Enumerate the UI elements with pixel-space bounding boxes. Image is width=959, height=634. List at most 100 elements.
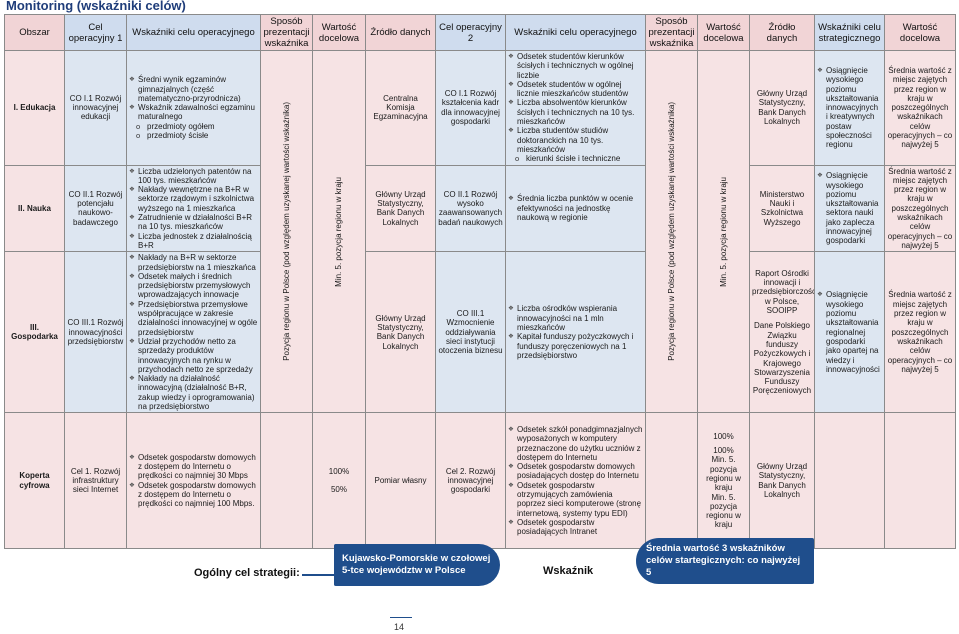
area-nauka: II. Nauka	[4, 164, 65, 253]
header-obszar: Obszar	[4, 14, 65, 51]
list-item: Liczba udzielonych patentów na 100 tys. …	[129, 167, 258, 186]
wart1-koperta: 100% 50%	[312, 412, 366, 550]
header-wskazniki-celu-1: Wskaźniki celu operacyjnego	[126, 14, 261, 51]
cel2-nauka: CO II.1 Rozwój wysoko zaawansowanych bad…	[435, 164, 506, 253]
cel1-edukacja: CO I.1 Rozwój innowacyjnej edukacji	[64, 50, 127, 166]
header-wartosc-docelowa-1: Wartość docelowa	[312, 14, 366, 51]
wsk3-koperta	[814, 412, 885, 550]
list-item: Wskaźnik zdawalności egzaminu maturalneg…	[129, 103, 258, 122]
wart1-koperta-2: 50%	[330, 485, 347, 495]
sposob2-text: Pozycja regionu w Polsce (pod względem u…	[666, 102, 676, 362]
list-item: Osiągnięcie wysokiego poziomu ukształtow…	[817, 290, 882, 374]
cel2-koperta: Cel 2. Rozwój innowacyjnej gospodarki	[435, 412, 506, 550]
header-zrodlo-danych-1: Źródło danych	[365, 14, 436, 51]
zrodlo2-gospodarka: Raport Ośrodki innowacji i przedsiębiorc…	[749, 251, 815, 414]
header-wartosc-docelowa-3: Wartość docelowa	[884, 14, 956, 51]
sposob2-cell: Pozycja regionu w Polsce (pod względem u…	[645, 49, 698, 414]
header-sposob-prezentacji-1: Sposób prezentacji wskaźnika	[260, 14, 313, 51]
list-item: Odsetek gospodarstw otrzymujących zamówi…	[508, 481, 643, 518]
list-item: Odsetek gospodarstw posiadających Intran…	[508, 518, 643, 537]
wsk3-gospodarka: Osiągnięcie wysokiego poziomu ukształtow…	[814, 251, 885, 414]
indicator-text: Średnia wartość 3 wskaźników celów start…	[646, 543, 801, 578]
wsk2-gospodarka: Liczba ośrodków wspierania innowacyjnośc…	[505, 251, 646, 414]
wsk1-gospodarka: Nakłady na B+R w sektorze przedsiębiorst…	[126, 251, 261, 414]
list-item: Liczba absolwentów kierunków ścisłych i …	[508, 98, 643, 126]
list-item: Liczba jednostek z działalnością B+R	[129, 232, 258, 251]
row-gospodarka: III. Gospodarka CO III.1 Rozwój innowacy…	[4, 251, 956, 414]
list-item: Odsetek gospodarstw domowych posiadający…	[508, 462, 643, 481]
wart2-cell: Min. 5. pozycja regionu w kraju	[697, 49, 750, 414]
wsk2-edukacja: Odsetek studentów kierunków ścisłych i t…	[505, 50, 646, 166]
zrodlo1-koperta: Pomiar własny	[365, 412, 436, 550]
wart3-koperta	[884, 412, 956, 550]
indicator-label: Wskaźnik	[543, 565, 594, 577]
wsk2-koperta: Odsetek szkół ponadgimnazjalnych wyposaż…	[505, 412, 646, 550]
zrodlo1-nauka: Główny Urząd Statystyczny, Bank Danych L…	[365, 164, 436, 253]
wart3-nauka: Średnia wartość z miejsc zajętych przez …	[884, 164, 956, 253]
list-item: Przedsiębiorstwa przemysłowe współpracuj…	[129, 300, 258, 337]
sposob1-koperta	[260, 412, 313, 550]
list-item: przedmioty ścisłe	[129, 131, 258, 141]
wsk2-nauka: Średnia liczba punktów w ocenie efektywn…	[505, 164, 646, 253]
wart1-text: Min. 5. pozycja regionu w kraju	[334, 176, 343, 287]
wsk1-edukacja: Średni wynik egzaminów gimnazjalnych (cz…	[126, 50, 261, 166]
zrodlo1-edukacja: Centralna Komisja Egzaminacyjna	[365, 50, 436, 166]
wsk3-edukacja: Osiągnięcie wysokiego poziomu ukształtow…	[814, 50, 885, 166]
row-edukacja: I. Edukacja CO I.1 Rozwój innowacyjnej e…	[4, 49, 956, 414]
wart1-cell: Min. 5. pozycja regionu w kraju	[312, 49, 366, 414]
cel2-edukacja: CO I.1 Rozwój kształcenia kadr dla innow…	[435, 50, 506, 166]
list-item: Udział przychodów netto za sprzedaży pro…	[129, 337, 258, 374]
wart1-koperta-1: 100%	[328, 466, 350, 476]
list-item: Nakłady na działalność innowacyjną (dzia…	[129, 374, 258, 411]
list-item: Osiągnięcie wysokiego poziomu ukształtow…	[817, 171, 882, 245]
header-wskazniki-celu-2: Wskaźniki celu operacyjnego	[505, 14, 646, 51]
wart3-gospodarka: Średnia wartość z miejsc zajętych przez …	[884, 251, 956, 414]
header-sposob-prezentacji-2: Sposób prezentacji wskaźnika	[645, 14, 698, 51]
list-item: Odsetek małych i średnich przedsiębiorst…	[129, 272, 258, 300]
list-item: Osiągnięcie wysokiego poziomu ukształtow…	[817, 66, 882, 150]
header-cel-operacyjny-2: Cel operacyjny 2	[435, 14, 506, 51]
cel1-koperta: Cel 1. Rozwój infrastruktury sieci Inter…	[64, 412, 127, 550]
sposob1-text: Pozycja regionu w Polsce (pod względem u…	[281, 102, 291, 362]
wart2-text: Min. 5. pozycja regionu w kraju	[718, 176, 728, 287]
zrodlo2-gospodarka-2: Dane Polskiego Związku funduszy Pożyczko…	[752, 321, 812, 396]
area-gospodarka: III. Gospodarka	[4, 251, 65, 414]
sposob1-cell: Pozycja regionu w Polsce (pod względem u…	[260, 49, 313, 414]
wart2-koperta-4: Min. 5. pozycja regionu w kraju	[706, 492, 741, 530]
wart2-koperta-3: Min. 5. pozycja regionu w kraju	[706, 455, 741, 493]
row-nauka: II. Nauka CO II.1 Rozwój potencjału nauk…	[4, 164, 956, 253]
zrodlo2-nauka: Ministerstwo Nauki i Szkolnictwa Wyższeg…	[749, 164, 815, 253]
cel1-nauka: CO II.1 Rozwój potencjału naukowo-badawc…	[64, 164, 127, 253]
wart2-koperta-2: 100%	[713, 446, 734, 456]
area-edukacja: I. Edukacja	[4, 50, 65, 166]
list-item: Średnia liczba punktów w ocenie efektywn…	[508, 194, 643, 222]
list-item: Średni wynik egzaminów gimnazjalnych (cz…	[129, 75, 258, 103]
wsk3-nauka: Osiągnięcie wysokiego poziomu ukształtow…	[814, 164, 885, 253]
zrodlo2-gospodarka-1: Raport Ośrodki innowacji i przedsiębiorc…	[752, 268, 815, 316]
list-item: Odsetek gospodarstw domowych z dostępem …	[129, 481, 258, 509]
header-wartosc-docelowa-2: Wartość docelowa	[697, 14, 750, 51]
list-item: Liczba ośrodków wspierania innowacyjnośc…	[508, 304, 643, 332]
list-item: Nakłady wewnętrzne na B+R w sektorze rzą…	[129, 185, 258, 213]
area-koperta: Koperta cyfrowa	[4, 412, 65, 550]
list-item: Zatrudnienie w działalności B+R na 10 ty…	[129, 213, 258, 232]
monitoring-table: Obszar Cel operacyjny 1 Wskaźniki celu o…	[4, 14, 956, 550]
list-item: Odsetek studentów kierunków ścisłych i t…	[508, 52, 643, 80]
goal-label: Ogólny cel strategii:	[194, 567, 300, 579]
row-koperta: Koperta cyfrowa Cel 1. Rozwój infrastruk…	[4, 412, 956, 550]
header-wskazniki-celu-strategicznego: Wskaźniki celu strategicznego	[814, 14, 885, 51]
list-item: Kapitał funduszy pożyczkowych i funduszy…	[508, 332, 643, 360]
list-item: Odsetek studentów w ogólnej licznie mies…	[508, 80, 643, 99]
zrodlo2-koperta: Główny Urząd Statystyczny, Bank Danych L…	[749, 412, 815, 550]
wsk1-nauka: Liczba udzielonych patentów na 100 tys. …	[126, 164, 261, 253]
sposob2-koperta	[645, 412, 698, 550]
cel1-gospodarka: CO III.1 Rozwój innowacyjności przedsięb…	[64, 251, 127, 414]
wsk1-koperta: Odsetek gospodarstw domowych z dostępem …	[126, 412, 261, 550]
list-item: Odsetek szkół ponadgimnazjalnych wyposaż…	[508, 425, 643, 462]
header-row: Obszar Cel operacyjny 1 Wskaźniki celu o…	[4, 14, 956, 51]
page-title: Monitoring (wskaźniki celów)	[6, 0, 186, 13]
wart2-koperta-1: 100%	[713, 431, 734, 441]
goal-bubble: Kujawsko-Pomorskie w czołowej 5-tce woje…	[334, 544, 500, 586]
wart2-koperta: 100% 100% Min. 5. pozycja regionu w kraj…	[697, 412, 750, 550]
page-number: 14	[394, 622, 405, 632]
